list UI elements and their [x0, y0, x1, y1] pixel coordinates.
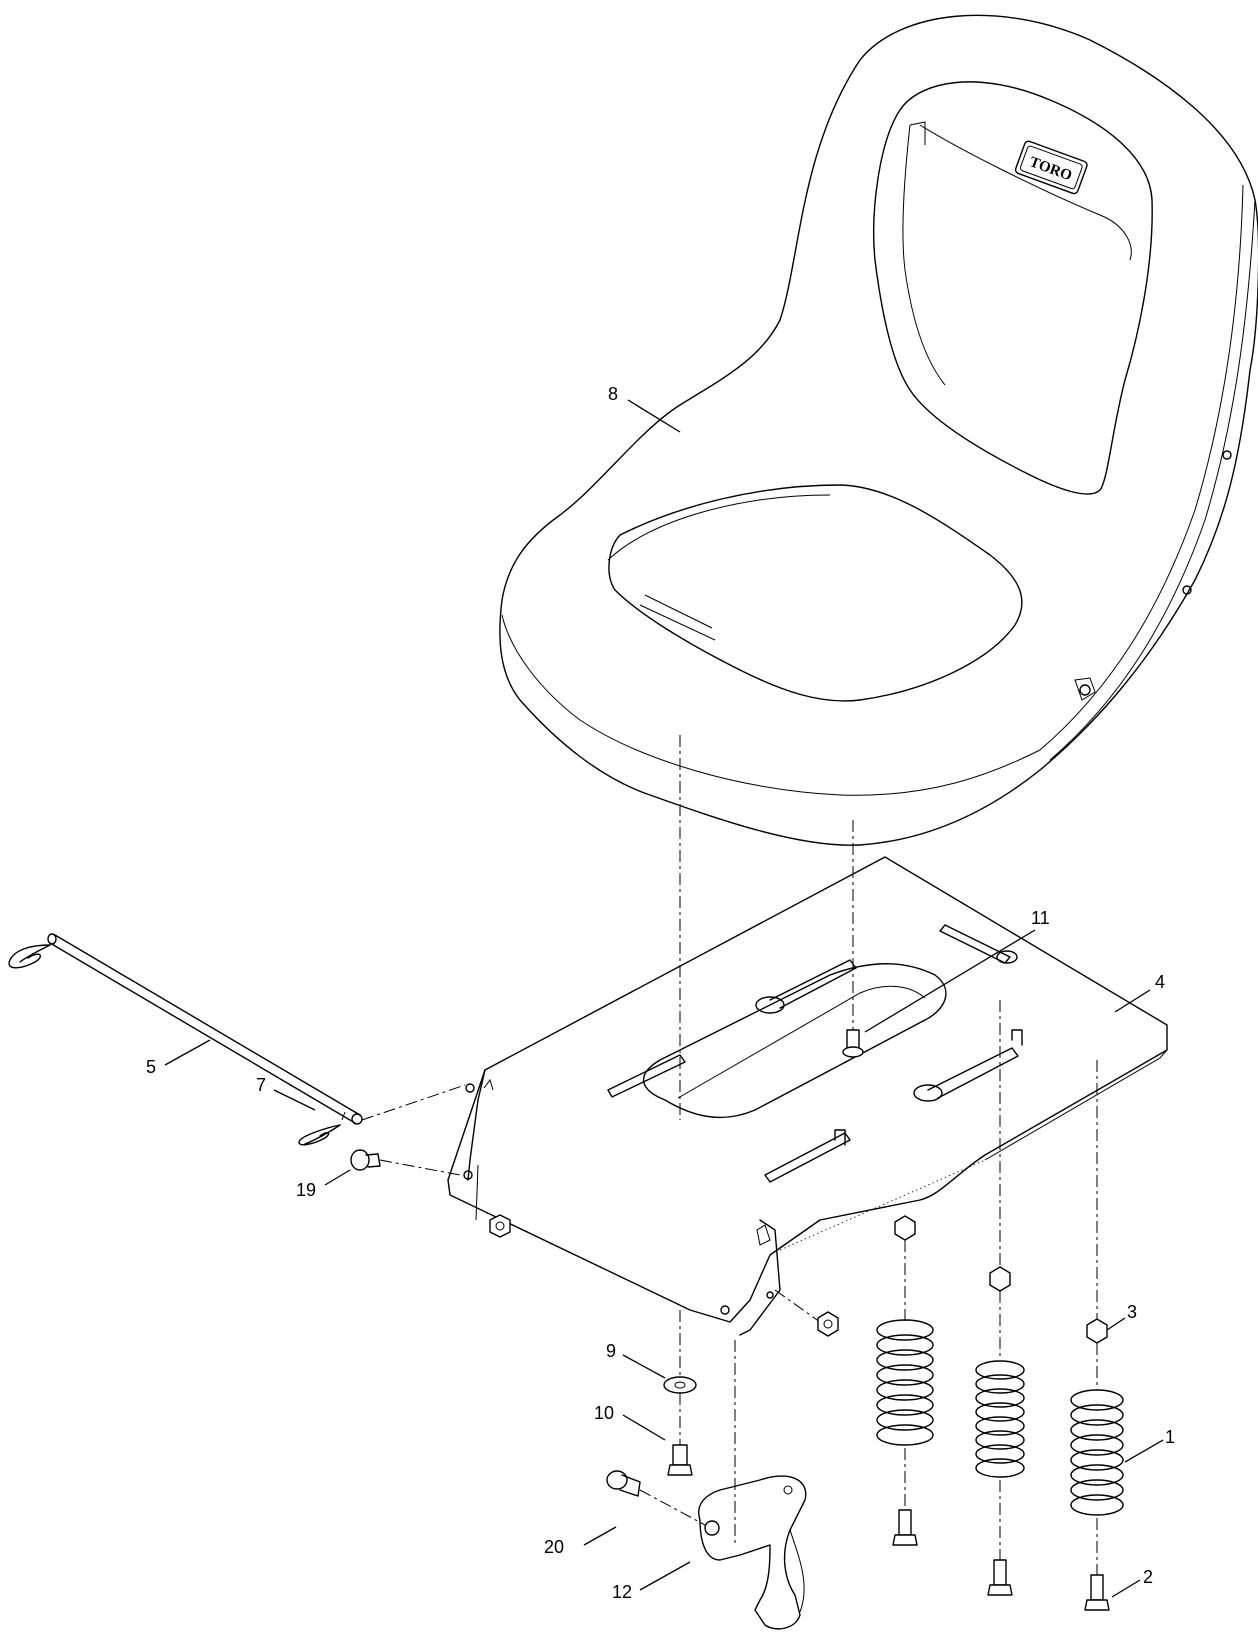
- seat: TORO: [499, 14, 1258, 846]
- toro-logo: TORO: [1014, 140, 1088, 195]
- spring-left: [876, 1215, 934, 1546]
- callout-12: 12: [612, 1582, 632, 1602]
- side-nut: [774, 1289, 839, 1337]
- callout-11: 11: [1031, 908, 1050, 928]
- spring-center: [975, 1000, 1025, 1596]
- callout-5: 5: [146, 1057, 156, 1077]
- stud-11: [842, 1029, 864, 1058]
- callout-8: 8: [608, 384, 618, 404]
- callout-3: 3: [1127, 1302, 1137, 1322]
- callout-20: 20: [544, 1537, 564, 1557]
- pivot-rod: [47, 933, 466, 1125]
- washer: [663, 1376, 697, 1394]
- hair-pin-left: [8, 944, 51, 969]
- shoulder-bolt-20: [606, 1470, 706, 1526]
- callout-19: 19: [296, 1180, 316, 1200]
- callout-4: 4: [1155, 972, 1165, 992]
- callout-7: 7: [256, 1075, 266, 1095]
- callout-10: 10: [594, 1403, 614, 1423]
- callout-9: 9: [606, 1341, 616, 1361]
- spring-right: [1070, 1060, 1124, 1611]
- seat-plate: [447, 856, 1168, 1336]
- clevis-pin-19: [350, 1149, 473, 1180]
- bolt-10: [667, 1444, 693, 1476]
- bracket: [698, 1475, 807, 1630]
- hair-pin-7: [298, 1124, 341, 1146]
- callout-1: 1: [1165, 1427, 1175, 1447]
- callout-2: 2: [1143, 1567, 1153, 1587]
